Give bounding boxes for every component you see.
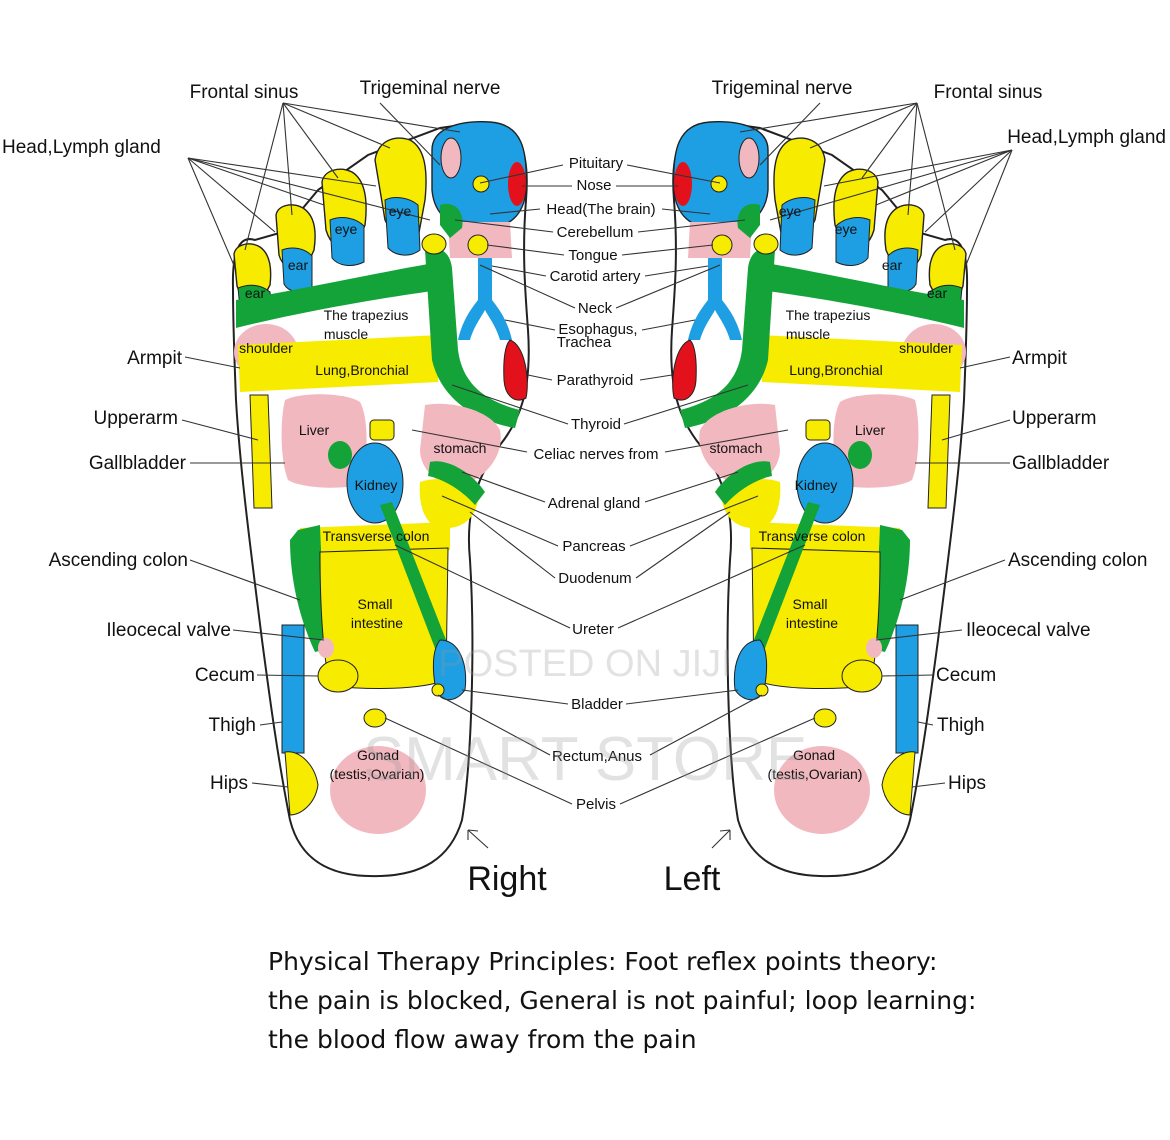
zone-ear-right-2: ear [245, 285, 266, 301]
leader-lines [181, 102, 1013, 849]
label-parathyroid: Parathyroid [557, 372, 634, 389]
zone-stomach-right: stomach [434, 440, 487, 456]
label-ascending-colon-left: Ascending colon [1008, 550, 1147, 571]
label-armpit-left: Armpit [1012, 348, 1068, 369]
zone-kidney-right: Kidney [355, 477, 398, 493]
caption-line-1: Physical Therapy Principles: Foot reflex… [268, 947, 937, 976]
label-trigeminal-nerve-right: Trigeminal nerve [360, 78, 501, 99]
zone-small-intestine-right-1: Small [357, 596, 392, 612]
label-pancreas: Pancreas [562, 538, 625, 555]
label-duodenum: Duodenum [558, 570, 631, 587]
zone-eye-right-1: eye [389, 203, 412, 219]
zone-transverse-colon-right: Transverse colon [323, 528, 430, 544]
zone-liver-right: Liver [299, 422, 330, 438]
label-head-lymph-gland-left: Head,Lymph gland [1007, 127, 1166, 148]
zone-lung-right: Lung,Bronchial [315, 362, 408, 378]
label-cecum-left: Cecum [936, 665, 996, 686]
caption-line-2: the pain is blocked, General is not pain… [268, 986, 976, 1015]
label-gallbladder-right: Gallbladder [89, 453, 187, 474]
zone-small-intestine-left-1: Small [792, 596, 827, 612]
zone-liver-left: Liver [855, 422, 886, 438]
label-ascending-colon-right: Ascending colon [49, 550, 188, 571]
label-gallbladder-left: Gallbladder [1012, 453, 1110, 474]
zone-trapezius-left-2: muscle [786, 326, 831, 342]
zone-shoulder-left: shoulder [899, 340, 953, 356]
label-neck: Neck [578, 300, 613, 317]
foot-label-right: Right [467, 860, 547, 898]
zone-eye-right-2: eye [335, 221, 358, 237]
label-hips-right: Hips [210, 773, 248, 794]
label-armpit-right: Armpit [127, 348, 183, 369]
zone-trapezius-right-2: muscle [324, 326, 369, 342]
zone-trapezius-right-1: The trapezius [324, 307, 409, 323]
zone-kidney-left: Kidney [795, 477, 838, 493]
label-pituitary: Pituitary [569, 155, 624, 172]
right-foot-zone-labels: eye eye ear ear The trapezius muscle sho… [239, 203, 486, 782]
label-rectum-anus: Rectum,Anus [552, 748, 642, 765]
label-cecum-right: Cecum [195, 665, 255, 686]
label-trigeminal-nerve-left: Trigeminal nerve [712, 78, 853, 99]
label-adrenal-gland: Adrenal gland [548, 495, 641, 512]
label-frontal-sinus-right: Frontal sinus [190, 82, 299, 103]
label-thyroid: Thyroid [571, 416, 621, 433]
label-thigh-right: Thigh [208, 715, 256, 736]
label-nose: Nose [576, 177, 611, 194]
left-foot-zone-labels: eye eye ear ear The trapezius muscle sho… [710, 203, 954, 782]
label-upperarm-right: Upperarm [94, 408, 178, 429]
center-labels: Pituitary Nose Head(The brain) Cerebellu… [533, 155, 658, 813]
label-carotid-artery: Carotid artery [550, 268, 641, 285]
watermark-line-2: SMART STORE [363, 725, 807, 794]
zone-shoulder-right: shoulder [239, 340, 293, 356]
caption: Physical Therapy Principles: Foot reflex… [268, 947, 976, 1054]
label-pelvis: Pelvis [576, 796, 616, 813]
label-head-lymph-gland-right: Head,Lymph gland [2, 137, 161, 158]
zone-gonad-right-1: Gonad [357, 747, 399, 763]
zone-eye-left-2: eye [835, 221, 858, 237]
label-ileocecal-valve-right: Ileocecal valve [106, 620, 231, 641]
zone-small-intestine-right-2: intestine [351, 615, 403, 631]
watermark-line-1: POSTED ON JIJI [438, 643, 731, 685]
label-celiac-nerves: Celiac nerves from [533, 446, 658, 463]
label-cerebellum: Cerebellum [557, 224, 634, 241]
label-head-brain: Head(The brain) [546, 201, 655, 218]
label-tongue: Tongue [568, 247, 617, 264]
label-ileocecal-valve-left: Ileocecal valve [966, 620, 1091, 641]
label-esophagus: Esophagus, [558, 321, 637, 338]
zone-ear-left-1: ear [882, 257, 903, 273]
zone-eye-left-1: eye [779, 203, 802, 219]
label-upperarm-left: Upperarm [1012, 408, 1096, 429]
zone-gonad-right-2: (testis,Ovarian) [330, 766, 425, 782]
zone-transverse-colon-left: Transverse colon [759, 528, 866, 544]
foot-label-left: Left [664, 860, 721, 898]
label-trachea: Trachea [557, 334, 612, 351]
label-hips-left: Hips [948, 773, 986, 794]
label-ureter: Ureter [572, 621, 614, 638]
zone-stomach-left: stomach [710, 440, 763, 456]
label-thigh-left: Thigh [937, 715, 985, 736]
caption-line-3: the blood flow away from the pain [268, 1025, 697, 1054]
zone-trapezius-left-1: The trapezius [786, 307, 871, 323]
zone-gonad-left-1: Gonad [793, 747, 835, 763]
zone-lung-left: Lung,Bronchial [789, 362, 882, 378]
label-bladder: Bladder [571, 696, 623, 713]
zone-ear-left-2: ear [927, 285, 948, 301]
zone-gonad-left-2: (testis,Ovarian) [768, 766, 863, 782]
zone-ear-right-1: ear [288, 257, 309, 273]
label-frontal-sinus-left: Frontal sinus [934, 82, 1043, 103]
zone-small-intestine-left-2: intestine [786, 615, 838, 631]
